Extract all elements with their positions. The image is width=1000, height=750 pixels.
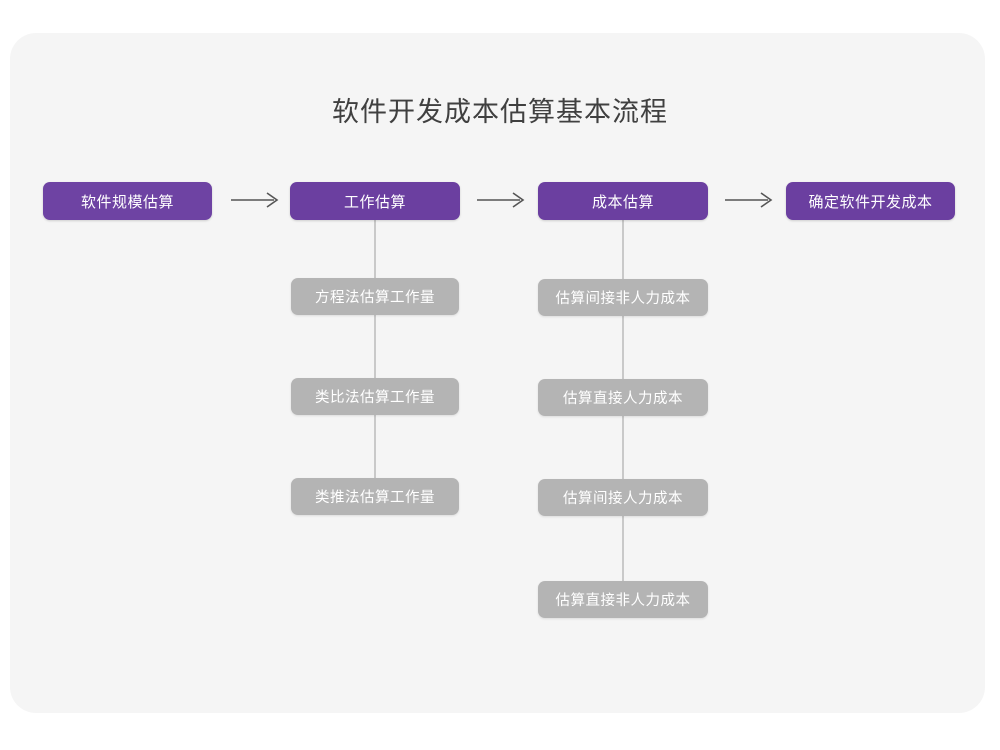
substep-box-direct-nonlabor-cost[interactable]: 估算直接非人力成本	[538, 581, 708, 618]
arrow-right-icon-3	[716, 185, 786, 215]
substep-box-analogy-method-effort[interactable]: 类比法估算工作量	[291, 378, 459, 415]
stage-box-software-size-estimation[interactable]: 软件规模估算	[43, 182, 212, 220]
page-title: 软件开发成本估算基本流程	[332, 97, 668, 127]
substep-box-indirect-nonlabor-cost[interactable]: 估算间接非人力成本	[538, 279, 708, 316]
stage-box-determine-development-cost[interactable]: 确定软件开发成本	[786, 182, 955, 220]
substep-box-inference-method-effort[interactable]: 类推法估算工作量	[291, 478, 459, 515]
substep-box-indirect-labor-cost[interactable]: 估算间接人力成本	[538, 479, 708, 516]
arrow-right-icon-1	[222, 185, 292, 215]
stage-box-cost-estimation[interactable]: 成本估算	[538, 182, 708, 220]
substep-box-equation-method-effort[interactable]: 方程法估算工作量	[291, 278, 459, 315]
connector-line-column-2	[374, 219, 376, 499]
diagram-card-background	[10, 33, 985, 713]
substep-box-direct-labor-cost[interactable]: 估算直接人力成本	[538, 379, 708, 416]
stage-box-effort-estimation[interactable]: 工作估算	[290, 182, 460, 220]
arrow-right-icon-2	[468, 185, 538, 215]
